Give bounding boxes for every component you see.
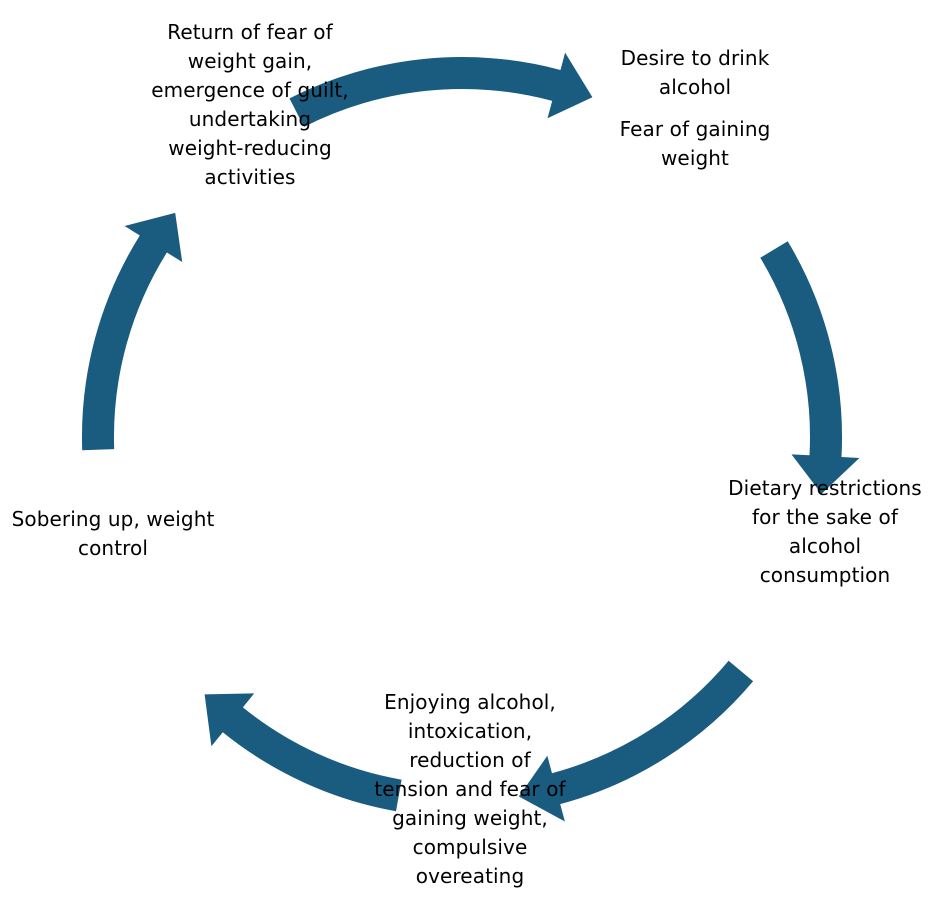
node-text-line: undertaking	[188, 107, 312, 131]
node-text-line: alcohol	[788, 534, 862, 558]
node-desire: Desire to drink alcohol Fear of gaining …	[585, 44, 805, 173]
node-text-line: tension and fear of	[374, 777, 566, 801]
arrow-upper-left	[81, 212, 183, 451]
node-enjoying-alcohol: Enjoying alcohol, intoxication, reductio…	[340, 688, 600, 891]
arrow-top	[289, 52, 593, 127]
node-text-line: Enjoying alcohol,	[384, 690, 556, 714]
node-text-line: gaining weight,	[392, 806, 548, 830]
node-sobering-up: Sobering up, weight control	[0, 505, 226, 563]
node-text-line: Dietary restrictions	[728, 476, 922, 500]
node-text-line: reduction of	[409, 748, 531, 772]
node-text-line: Fear of gaining	[619, 117, 771, 141]
node-text-line: activities	[204, 165, 296, 189]
node-return-of-fear: Return of fear of weight gain, emergence…	[130, 18, 370, 192]
arrow-lower-left	[204, 693, 402, 812]
node-text-line: intoxication,	[407, 719, 533, 743]
node-text-line: weight gain,	[187, 49, 313, 73]
node-text-line: Return of fear of	[167, 20, 333, 44]
node-dietary-restrictions: Dietary restrictions for the sake of alc…	[715, 474, 935, 590]
node-text-line: weight	[660, 146, 730, 170]
arrow-lower-right	[518, 660, 754, 822]
node-text-line: compulsive	[412, 835, 528, 859]
node-text-line: control	[77, 536, 149, 560]
node-text-line: Sobering up, weight	[11, 507, 215, 531]
node-text-line: alcohol	[658, 75, 732, 99]
node-text-line: overeating	[415, 864, 525, 888]
node-text-line: consumption	[759, 563, 891, 587]
node-text-line: weight-reducing	[168, 136, 332, 160]
arrow-upper-right	[760, 241, 860, 494]
node-text-line: Desire to drink	[620, 46, 770, 70]
node-text-line: emergence of guilt,	[151, 78, 349, 102]
node-text-line: for the sake of	[751, 505, 899, 529]
